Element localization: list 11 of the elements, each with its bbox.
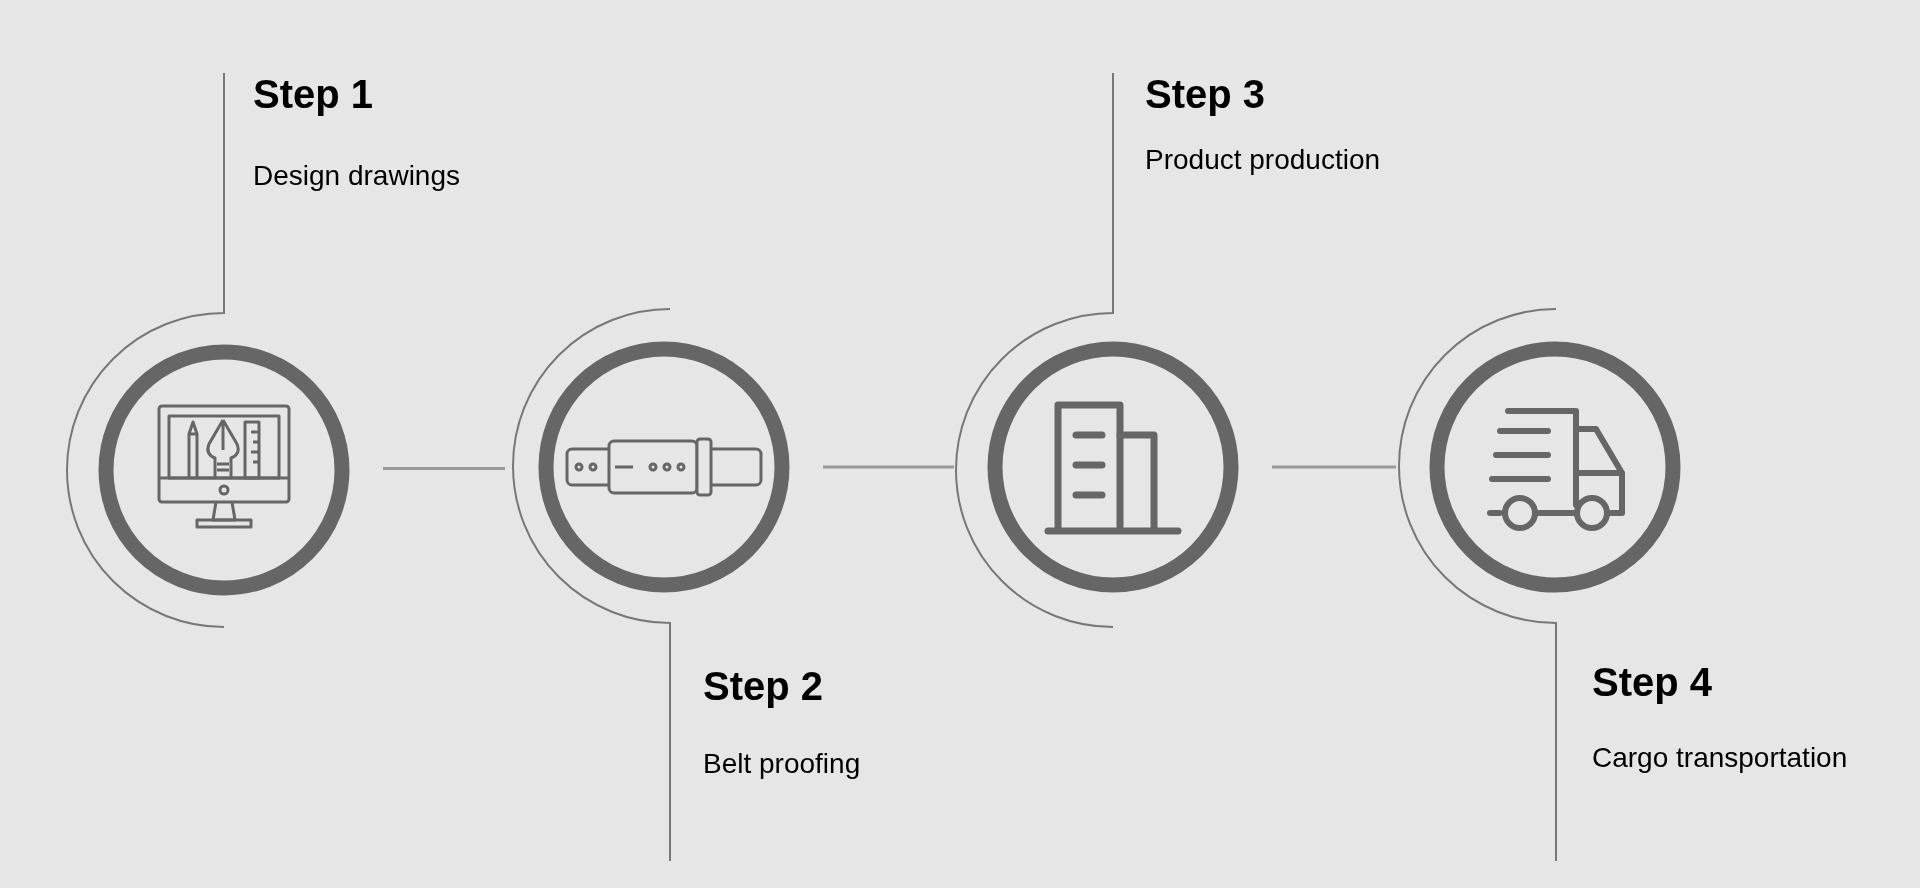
step-description: Product production bbox=[1145, 144, 1381, 176]
step-description: Cargo transportation bbox=[1592, 742, 1848, 774]
connector-line bbox=[823, 465, 954, 469]
connector-line bbox=[383, 467, 505, 470]
step-title: Step 4 bbox=[1592, 660, 1713, 705]
step-title: Step 2 bbox=[703, 664, 824, 709]
step-description: Design drawings bbox=[253, 160, 460, 192]
step-title: Step 1 bbox=[253, 72, 374, 117]
connector-line bbox=[1272, 465, 1396, 469]
step-title: Step 3 bbox=[1145, 72, 1266, 117]
step-description: Belt proofing bbox=[703, 748, 861, 780]
